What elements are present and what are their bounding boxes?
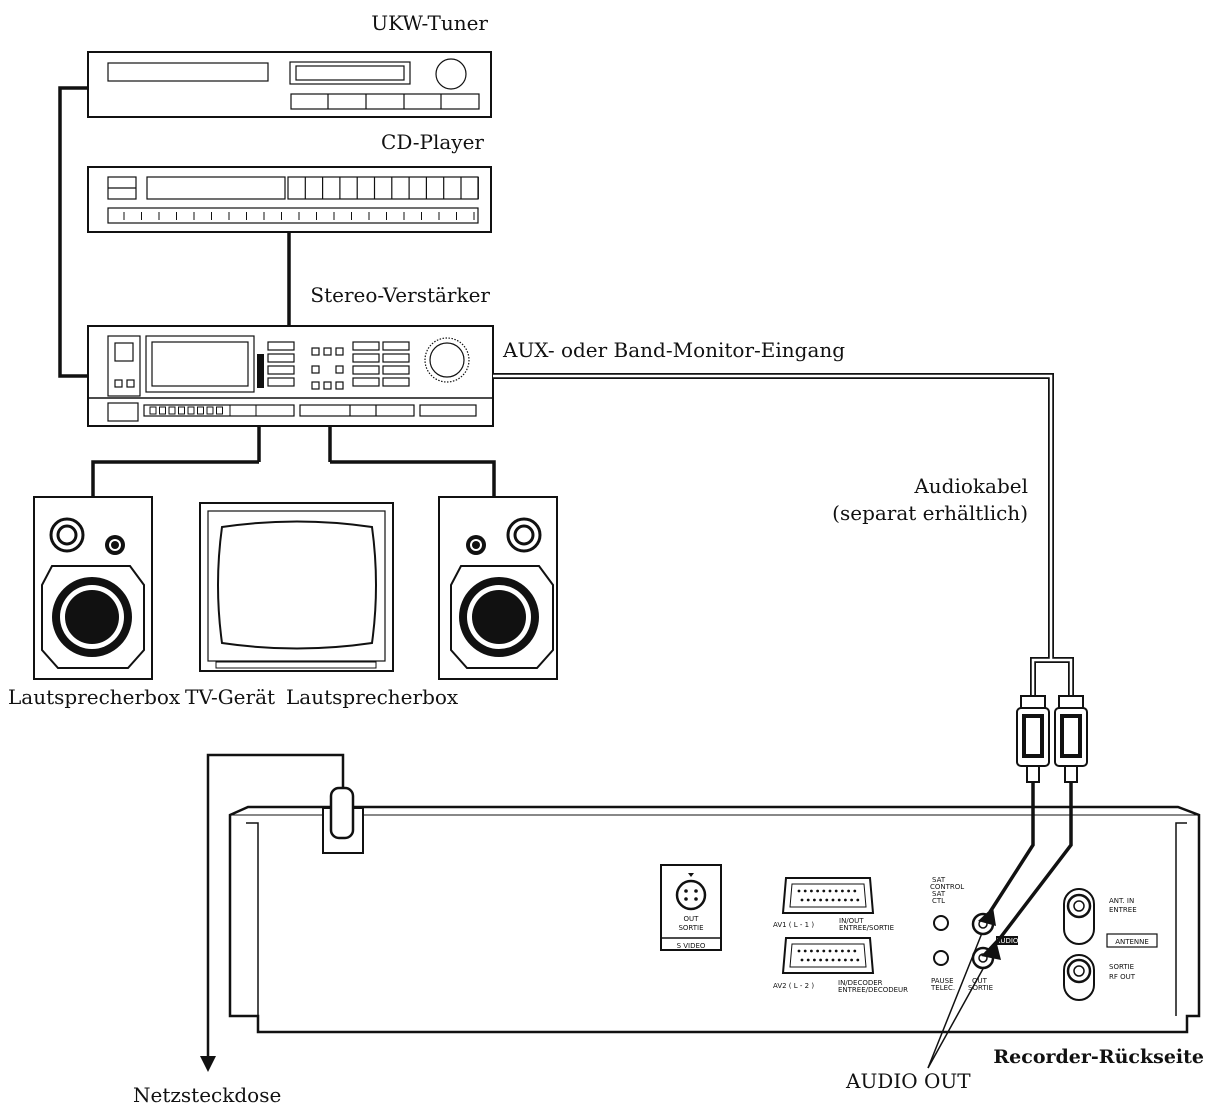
rca-plug-right (1054, 695, 1088, 783)
speaker-left-label: Lautsprecherbox (8, 685, 181, 709)
rf-out-text: RF OUT (1109, 973, 1136, 981)
svideo-port: OUT SORTIE S VIDEO (660, 864, 722, 951)
speaker-right-label: Lautsprecherbox (286, 685, 459, 709)
sat-ctl2-text: CTL (932, 897, 945, 905)
svideo-sortie-text: SORTIE (678, 924, 703, 932)
audio-out-label: AUDIO OUT (845, 1069, 971, 1093)
cd-player-label: CD-Player (381, 130, 484, 154)
pause-text: PAUSE (931, 977, 954, 985)
arrow-down-icon (200, 1056, 216, 1072)
arrow-icon (981, 940, 1001, 960)
av2-label: AV2 ( L - 2 ) (773, 982, 814, 990)
tuner-device (87, 51, 492, 118)
out-text: OUT (972, 977, 988, 985)
recorder-rear-panel: OUT SORTIE S VIDEO AV1 ( L - 1 ) IN/OUT … (200, 753, 1201, 1072)
sat-text: SAT (932, 876, 946, 884)
tv-label: TV-Gerät (185, 685, 275, 709)
aux-input-label: AUX- oder Band-Monitor-Eingang (502, 338, 845, 362)
antenne-text: ANTENNE (1115, 938, 1149, 946)
sortie-text: SORTIE (1109, 963, 1134, 971)
tuner-label: UKW-Tuner (371, 11, 488, 35)
av2-desc2: ENTREE/DECODEUR (838, 986, 908, 994)
tv-device (199, 502, 394, 672)
cd-player-device (87, 166, 492, 233)
audio-cable-label: Audiokabel (913, 474, 1028, 498)
power-outlet-label: Netzsteckdose (133, 1083, 281, 1107)
scart-av2: AV2 ( L - 2 ) IN/DECODER ENTREE/DECODEUR (773, 937, 908, 994)
audio-wiring (58, 86, 496, 497)
ant-in-text: ANT. IN (1109, 897, 1134, 905)
av2-desc1: IN/DECODER (838, 979, 883, 987)
arrow-icon (978, 907, 996, 926)
plug-to-jack-cables (927, 782, 1073, 1069)
ant-entree-text: ENTREE (1109, 906, 1137, 914)
out-sortie-text: SORTIE (968, 984, 993, 992)
audio-cable-note: (separat erhältlich) (832, 501, 1028, 525)
audio-cable (493, 373, 1074, 700)
svideo-out-text: OUT (684, 915, 700, 923)
speaker-left (33, 496, 153, 680)
av1-desc1: IN/OUT (839, 917, 864, 925)
audio-badge-text: AUDIO (996, 937, 1019, 945)
av1-desc2: ENTREE/SORTIE (839, 924, 894, 932)
sat-ctl-text: SAT (932, 890, 946, 898)
sat-control-text: CONTROL (930, 883, 964, 891)
sat-control-jacks: SAT CONTROL SAT CTL PAUSE TELEC. (930, 876, 964, 992)
amplifier-label: Stereo-Verstärker (310, 283, 490, 307)
av1-label: AV1 ( L - 1 ) (773, 921, 814, 929)
antenna-ports: ANT. IN ENTREE ANTENNE SORTIE RF OUT (1063, 888, 1158, 1001)
pause-telec-text: TELEC. (930, 984, 955, 992)
svideo-text: S VIDEO (677, 942, 706, 950)
speaker-right (438, 496, 558, 680)
rca-plug-left (1016, 695, 1050, 783)
recorder-rear-label: Recorder-Rückseite (993, 1046, 1204, 1068)
scart-av1: AV1 ( L - 1 ) IN/OUT ENTREE/SORTIE (773, 877, 894, 932)
amplifier-device (87, 325, 494, 427)
